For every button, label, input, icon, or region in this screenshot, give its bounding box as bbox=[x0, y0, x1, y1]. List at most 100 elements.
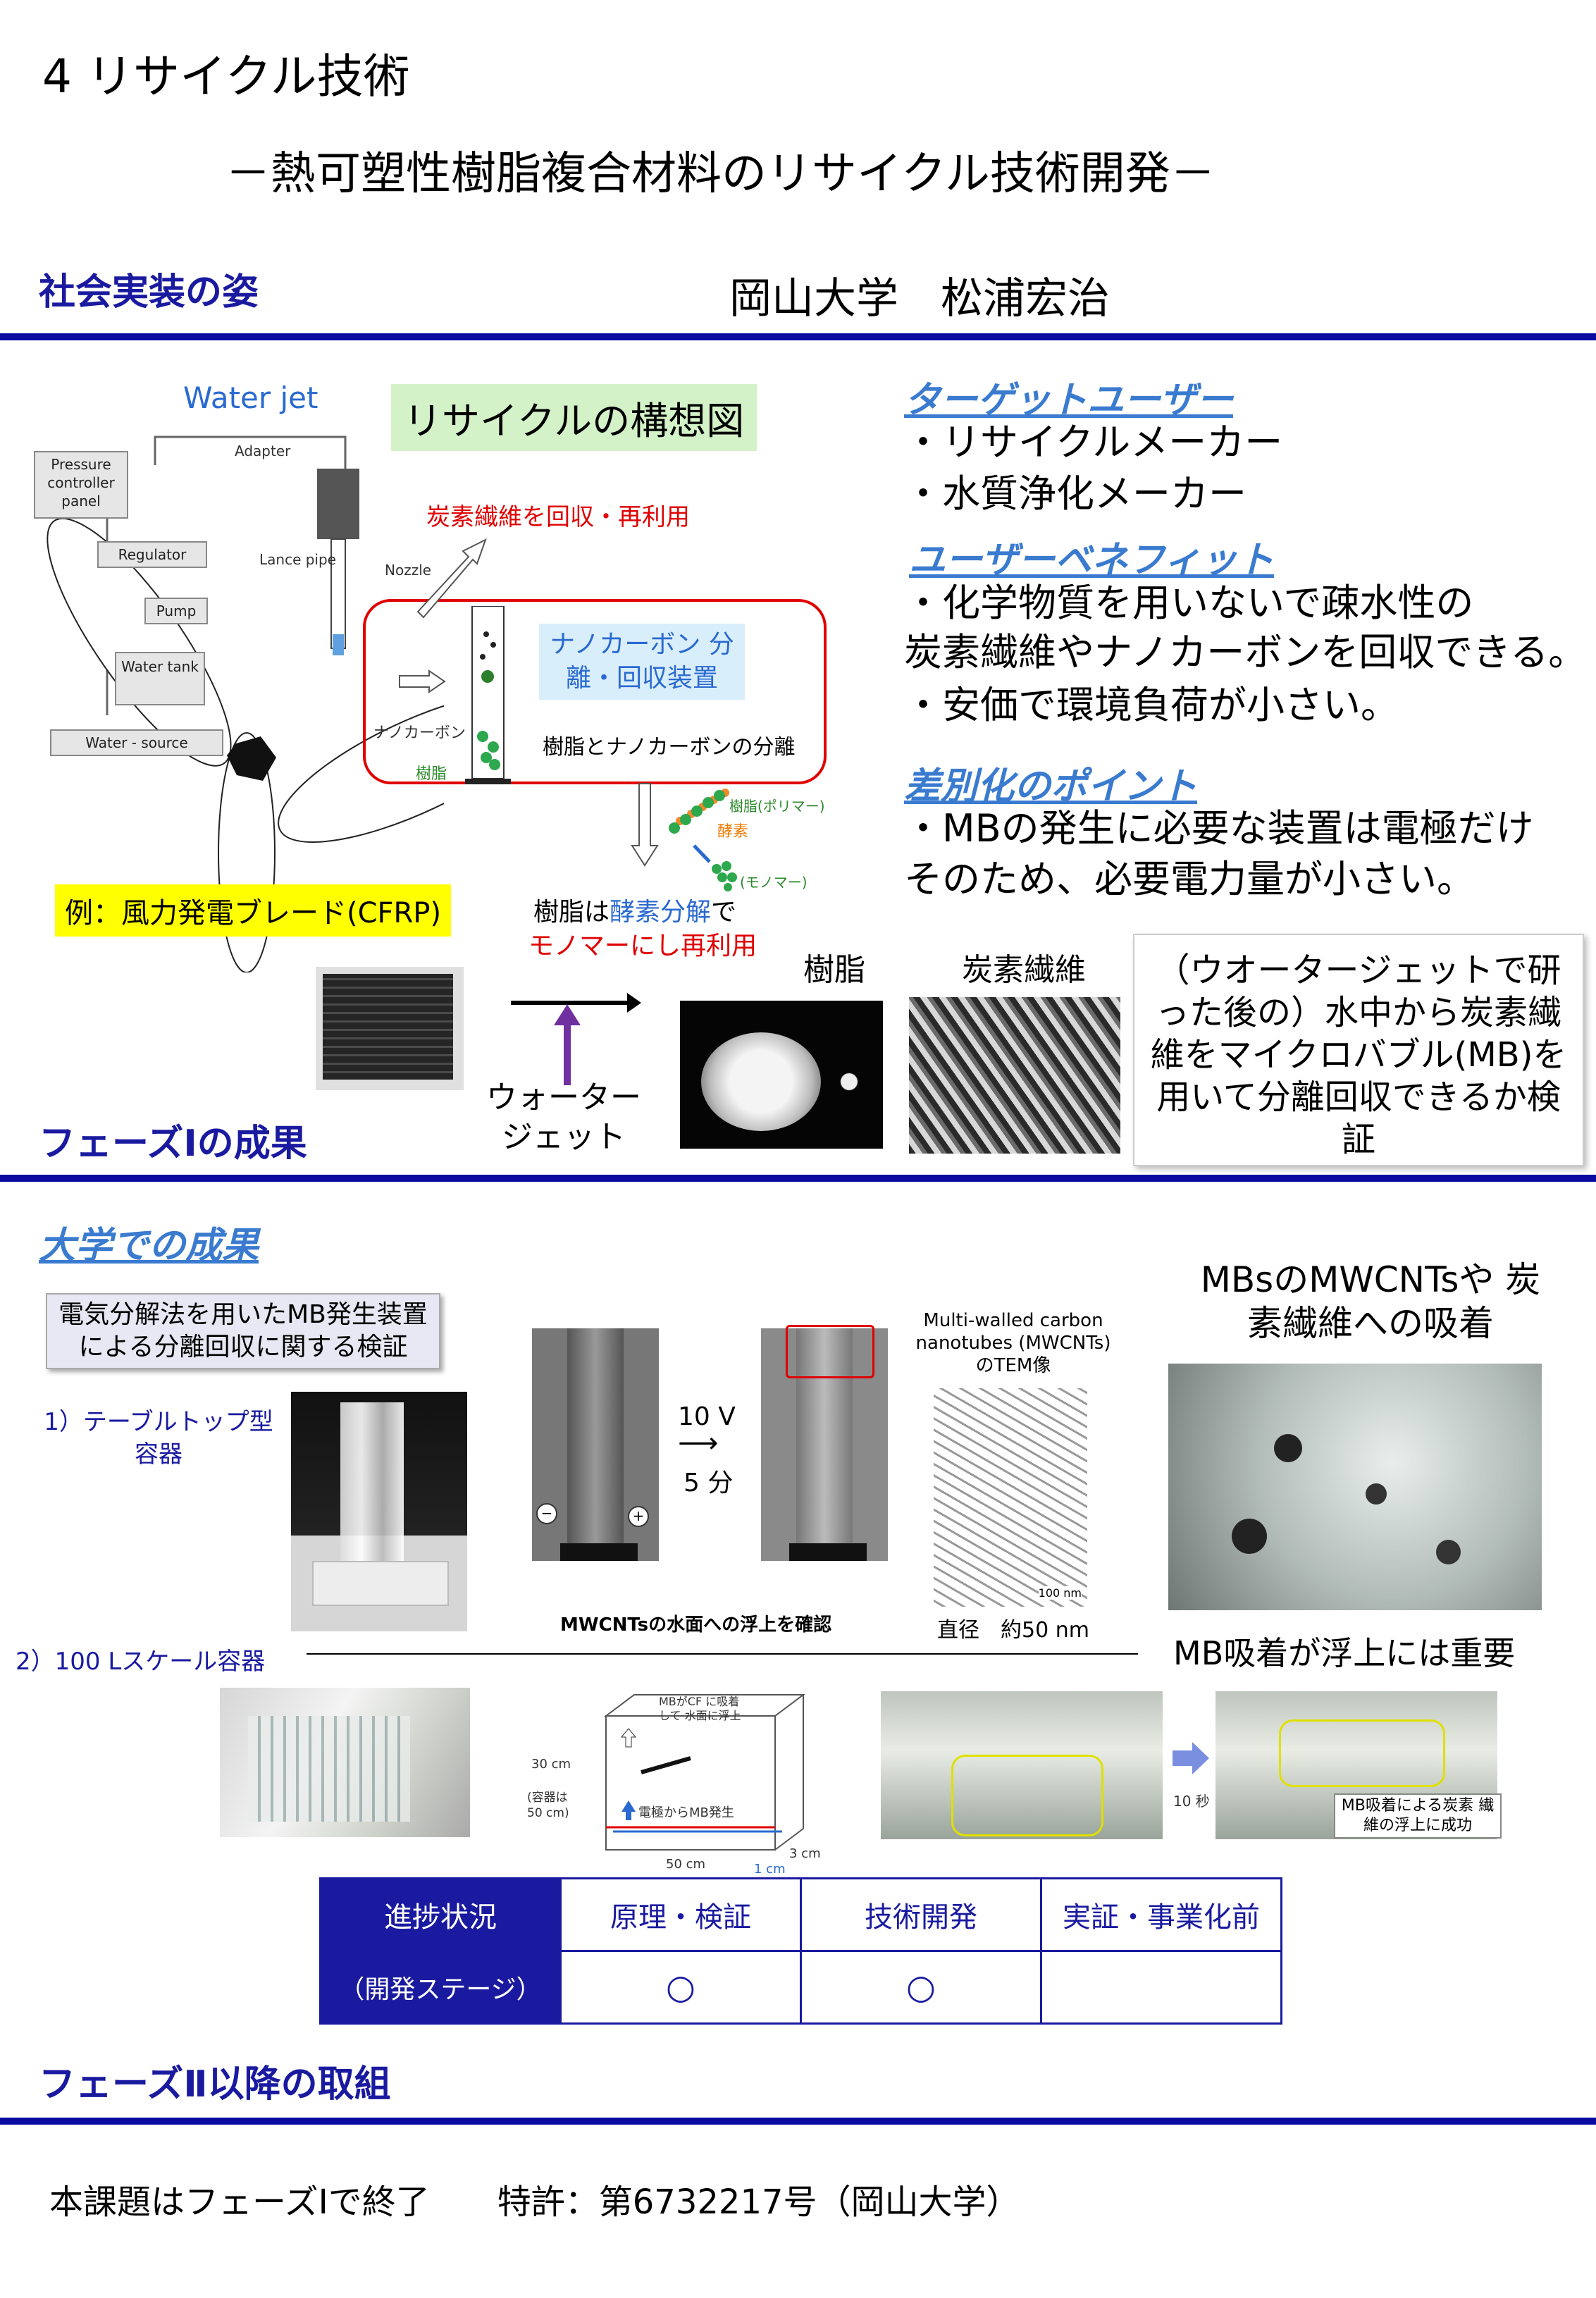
diagram-width-label: 50 cm bbox=[666, 1857, 706, 1872]
stage-demonstration: 実証・事業化前 bbox=[1040, 1877, 1282, 1952]
before-float-photo bbox=[881, 1691, 1163, 1839]
social-heading: 社会実装の姿 bbox=[39, 271, 259, 314]
benefit-line-2: 炭素繊維やナノカーボンを回収できる。 bbox=[904, 630, 1587, 674]
separation-column bbox=[465, 606, 511, 784]
cf-fabric-photo bbox=[316, 967, 464, 1090]
item2-divider bbox=[307, 1653, 1138, 1655]
separation-label: 樹脂とナノカーボンの分離 bbox=[543, 735, 796, 760]
pump-box: Pump bbox=[144, 598, 208, 624]
lance-pipe-label: Lance pipe bbox=[259, 551, 336, 568]
voltage-label: 10 V bbox=[678, 1402, 736, 1431]
minutes-label: 5 分 bbox=[683, 1469, 734, 1497]
progress-table: 進捗状況 原理・検証 技術開発 実証・事業化前 （開発ステージ） ○ ○ bbox=[319, 1877, 1282, 2025]
separation-box bbox=[363, 599, 827, 784]
diameter-label: 直径 約50 nm bbox=[937, 1618, 1089, 1643]
polymer-label: 樹脂(ポリマー) bbox=[729, 798, 825, 815]
section-title: 4 リサイクル技術 bbox=[42, 49, 410, 104]
mb-adsorb-title: MBsのMWCNTsや 炭素繊維への吸着 bbox=[1200, 1259, 1541, 1344]
page-subtitle: －熱可塑性樹脂複合材料のリサイクル技術開発－ bbox=[225, 148, 1215, 200]
progress-row-marks: （開発ステージ） ○ ○ bbox=[319, 1950, 1282, 2025]
ten-seconds-label: 10 秒 bbox=[1173, 1793, 1210, 1810]
mark-demonstration bbox=[1040, 1950, 1282, 2025]
water-jet-label: Water jet bbox=[183, 381, 318, 415]
cf-recover-label: 炭素繊維を回収・再利用 bbox=[426, 503, 690, 531]
adapter-label: Adapter bbox=[235, 443, 291, 459]
success-label: MB吸着による炭素 繊維の浮上に成功 bbox=[1334, 1793, 1502, 1839]
diff-title: 差別化のポイント bbox=[904, 765, 1198, 808]
container-diagram bbox=[604, 1694, 805, 1851]
arrow-right-outline bbox=[399, 669, 446, 693]
stage-principle: 原理・検証 bbox=[559, 1877, 802, 1952]
monomer-reuse-line: モノマーにし再利用 bbox=[528, 932, 757, 960]
diagram-depth-label: 3 cm bbox=[789, 1846, 821, 1861]
diagram-title: リサイクルの構想図 bbox=[391, 384, 757, 451]
benefit-line-1: ・化学物質を用いないで疎水性の bbox=[904, 581, 1474, 625]
monomer-label: (モノマー) bbox=[740, 874, 808, 891]
progress-row-stages: 進捗状況 原理・検証 技術開発 実証・事業化前 bbox=[319, 1877, 1282, 1952]
affiliation: 岡山大学 松浦宏治 bbox=[729, 274, 1110, 323]
benefit-title: ユーザーベネフィット bbox=[909, 539, 1274, 581]
mark-development: ○ bbox=[800, 1950, 1042, 2025]
stage-development: 技術開発 bbox=[800, 1877, 1042, 1952]
nano-device-label: ナノカーボン 分離・回収装置 bbox=[539, 624, 745, 700]
rule-2 bbox=[0, 1175, 1596, 1182]
cf-photo-label: 炭素繊維 bbox=[962, 952, 1086, 988]
diagram-float-label: MBがCF に吸着して 水面に浮上 bbox=[659, 1695, 741, 1722]
phase2-heading: フェーズⅡ以降の取組 bbox=[39, 2063, 391, 2106]
diagram-electrode-label: 電極からMB発生 bbox=[638, 1805, 734, 1820]
pressure-panel: Pressure controller panel bbox=[34, 451, 128, 519]
mb-important-label: MB吸着が浮上には重要 bbox=[1173, 1634, 1516, 1672]
progress-label: 進捗状況 bbox=[319, 1877, 562, 1952]
example-label: 例：風力発電ブレード(CFRP) bbox=[55, 884, 452, 937]
nozzle-label: Nozzle bbox=[385, 562, 432, 579]
mwcnt-float-highlight bbox=[786, 1325, 874, 1378]
diagram-volume-label: (容器は 50 cm) bbox=[527, 1791, 569, 1820]
arrow-upright-outline bbox=[416, 538, 487, 619]
target-title: ターゲットユーザー bbox=[904, 379, 1233, 421]
tem-title: Multi-walled carbon nanotubes (MWCNTs) の… bbox=[915, 1310, 1111, 1376]
tem-image: 100 nm bbox=[934, 1388, 1087, 1607]
tabletop-container-photo bbox=[291, 1392, 467, 1631]
item2-label: 2）100 Lスケール容器 bbox=[16, 1648, 266, 1676]
mb-adsorb-photo bbox=[1168, 1364, 1542, 1610]
benefit-line-3: ・安価で環境負荷が小さい。 bbox=[904, 683, 1399, 727]
process-arrow bbox=[511, 993, 641, 1085]
resin-small-label: 樹脂 bbox=[416, 765, 447, 783]
rule-3 bbox=[0, 2118, 1596, 2125]
resin-enzyme-c: で bbox=[711, 898, 737, 927]
enzyme-illustration bbox=[669, 789, 737, 891]
mb-note-box: （ウオータージェットで研った後の）水中から炭素繊維をマイクロバブル(MB)を用い… bbox=[1133, 934, 1584, 1166]
phase2-text: 本課題はフェーズⅠで終了 特許：第6732217号（岡山大学） bbox=[49, 2182, 1020, 2222]
target-item-1: ・リサイクルメーカー bbox=[904, 420, 1283, 464]
mwcnt-before-photo: − + bbox=[532, 1328, 659, 1561]
resin-enzyme-line: 樹脂は酵素分解で bbox=[533, 891, 736, 928]
resin-enzyme-a: 樹脂は bbox=[533, 898, 610, 927]
resin-pellets-photo bbox=[680, 1001, 883, 1149]
time-arrow-icon bbox=[1173, 1742, 1209, 1774]
diagram-height-label: 30 cm bbox=[531, 1757, 571, 1772]
mwcnt-after-photo bbox=[761, 1328, 888, 1561]
diff-line-2: そのため、必要電力量が小さい。 bbox=[904, 857, 1475, 901]
univ-results-title: 大学での成果 bbox=[39, 1225, 259, 1267]
mark-principle: ○ bbox=[559, 1950, 802, 2025]
water-jet-jp-label: ウォーター ジェット bbox=[486, 1080, 641, 1155]
carbon-fiber-sem-photo bbox=[909, 997, 1120, 1154]
time-arrow: ⟶ bbox=[678, 1427, 719, 1459]
water-source-box: Water - source bbox=[50, 729, 223, 756]
phase1-heading: フェーズⅠの成果 bbox=[39, 1123, 307, 1165]
water-tank-box: Water tank bbox=[115, 652, 205, 705]
mwcnt-caption: MWCNTsの水面への浮上を確認 bbox=[560, 1614, 832, 1636]
rule-1 bbox=[0, 333, 1596, 340]
progress-sublabel: （開発ステージ） bbox=[319, 1950, 562, 2025]
resin-enzyme-b: 酵素分解 bbox=[610, 898, 712, 927]
mb-device-box: 電気分解法を用いたMB発生装置による分離回収に関する検証 bbox=[46, 1293, 440, 1369]
target-item-2: ・水質浄化メーカー bbox=[904, 471, 1247, 516]
item1-label: 1）テーブルトップ型 容器 bbox=[44, 1408, 273, 1469]
tem-scale-label: 100 nm bbox=[1038, 1586, 1082, 1600]
regulator-box: Regulator bbox=[97, 541, 207, 568]
scale-container-photo bbox=[220, 1688, 470, 1837]
arrow-down-outline bbox=[631, 783, 659, 867]
resin-photo-label: 樹脂 bbox=[803, 952, 865, 988]
waterjet-diagram bbox=[47, 435, 444, 972]
diagram-gap-label: 1 cm bbox=[754, 1862, 786, 1877]
